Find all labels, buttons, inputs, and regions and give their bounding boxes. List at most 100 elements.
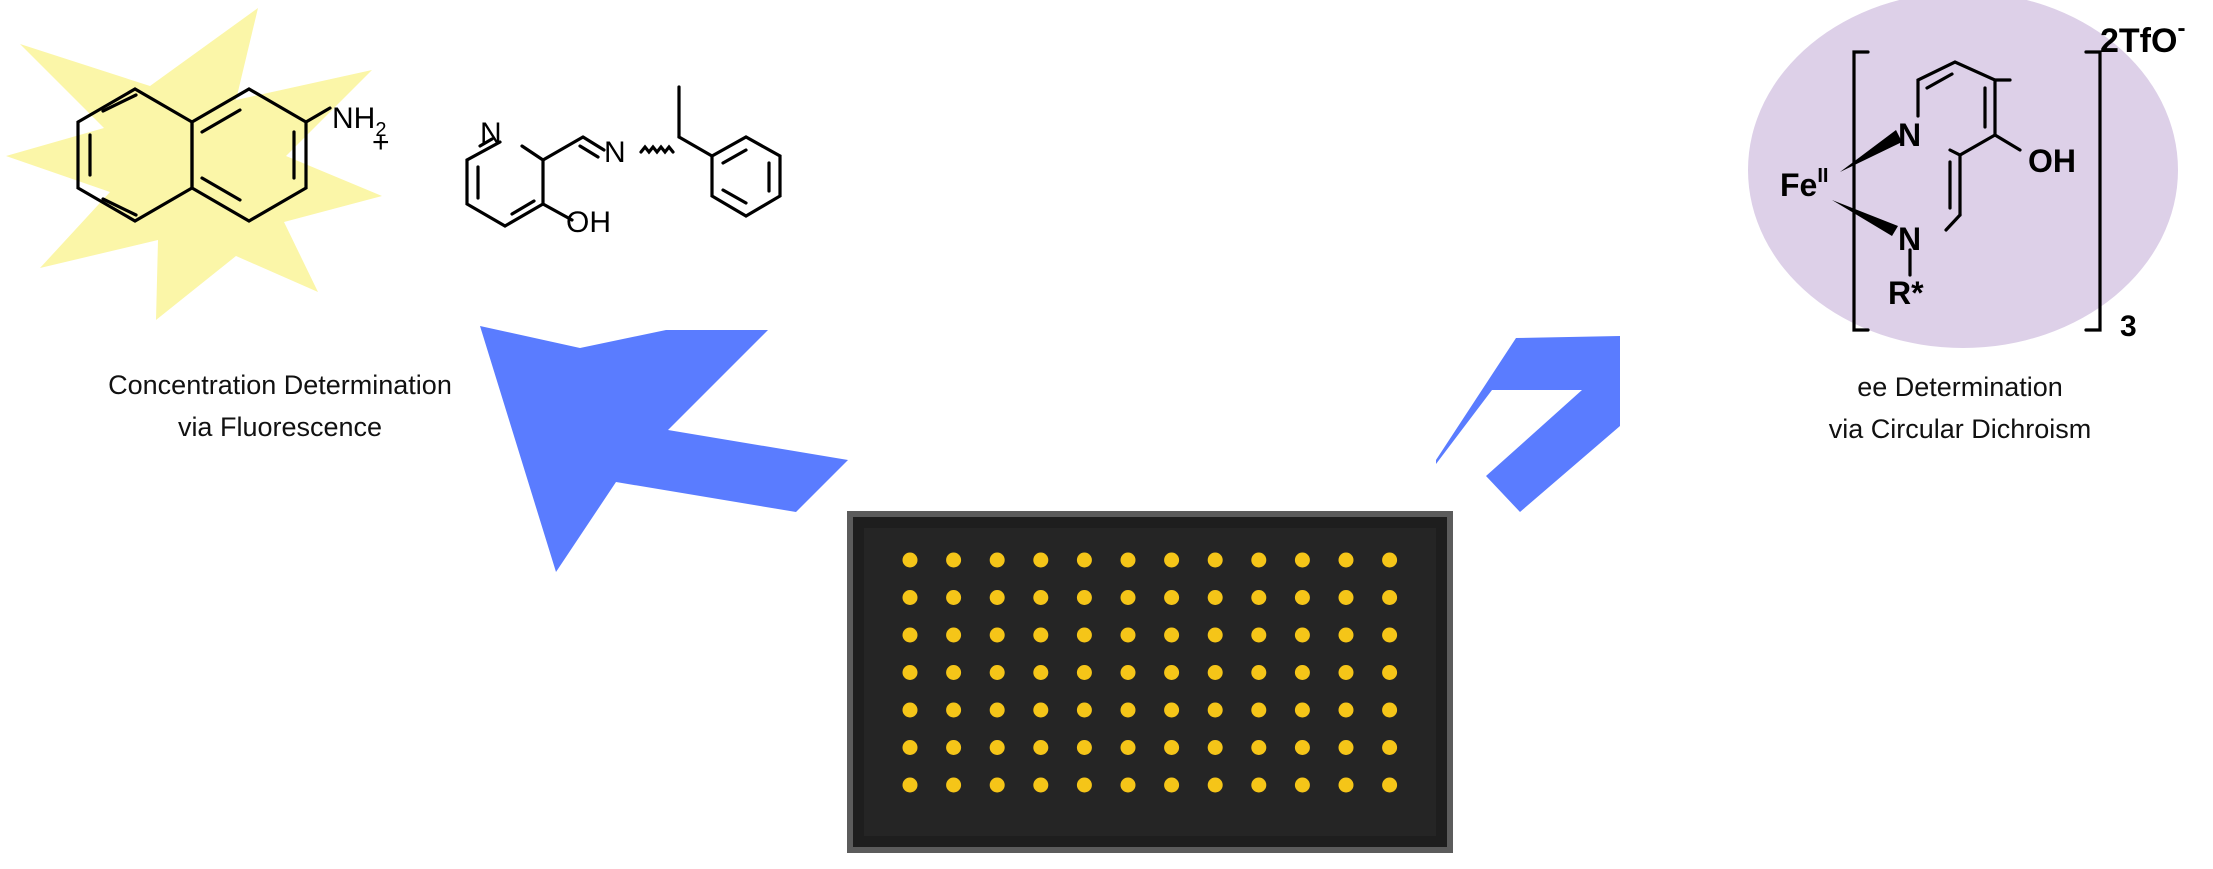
plate-well (1164, 590, 1180, 605)
plate-well (1120, 590, 1136, 605)
naphthylamine-molecule (76, 87, 332, 223)
plate-well (1294, 702, 1310, 718)
plate-well (1033, 665, 1049, 680)
pyridyl-imine-molecule (465, 85, 782, 228)
plate-well (1207, 702, 1223, 718)
stoichiometry-label: 3 (2120, 310, 2137, 343)
plate-well (1251, 740, 1267, 755)
amine-label: NH2 (332, 102, 386, 141)
plate-well (1120, 702, 1136, 718)
plate-well (902, 627, 918, 643)
plate-well (1207, 777, 1223, 793)
plate-well (1033, 552, 1049, 568)
plate-well (1294, 777, 1310, 793)
plate-well (1251, 552, 1267, 568)
plate-well (989, 590, 1005, 605)
plate-well (1120, 740, 1136, 755)
fluorescence-caption-line2: via Fluorescence (177, 412, 383, 442)
metal-label: FeII (1780, 165, 1828, 203)
plate-well (902, 552, 918, 568)
plate-well (1076, 552, 1092, 568)
arrow-to-fluorescence (480, 326, 848, 572)
fluorescence-glow (6, 8, 382, 320)
plate-well (946, 552, 962, 568)
plate-well (1207, 627, 1223, 643)
plate-well (1382, 627, 1398, 643)
plate-well (1382, 552, 1398, 568)
plate-well (1338, 740, 1354, 755)
microplate (847, 511, 1453, 853)
plate-well (1033, 777, 1049, 793)
plate-well (902, 590, 918, 605)
plate-well (989, 702, 1005, 718)
plate-well (1382, 665, 1398, 680)
plate-well (946, 740, 962, 755)
plate-well (989, 665, 1005, 680)
cd-caption-line2: via Circular Dichroism (1828, 414, 2092, 444)
plate-well (1251, 590, 1267, 605)
plate-well (1033, 702, 1049, 718)
plate-well (1382, 590, 1398, 605)
plate-well (1164, 702, 1180, 718)
plate-well (1294, 740, 1310, 755)
substituent-label: R* (1888, 275, 1924, 311)
plate-well (989, 740, 1005, 755)
plate-well (946, 627, 962, 643)
plate-well (1251, 777, 1267, 793)
plate-well (1251, 627, 1267, 643)
plate-well (1207, 552, 1223, 568)
complex-pyridine-n: N (1898, 117, 1921, 153)
imine-n-label: N (604, 136, 626, 169)
plate-well (1382, 702, 1398, 718)
plate-well (1251, 702, 1267, 718)
plate-well (1164, 740, 1180, 755)
complex-hydroxyl: OH (2028, 143, 2076, 179)
plate-well (1164, 627, 1180, 643)
plate-well (1294, 665, 1310, 680)
plate-well (1033, 627, 1049, 643)
plate-well (1164, 777, 1180, 793)
cd-caption-line1: ee Determination (1857, 372, 2063, 402)
plate-well (1338, 590, 1354, 605)
plate-well (1076, 740, 1092, 755)
plate-well (1338, 552, 1354, 568)
plate-well (1120, 777, 1136, 793)
fluorescence-caption: Concentration Determination via Fluoresc… (60, 364, 500, 448)
plate-well (1076, 627, 1092, 643)
plate-well (1294, 590, 1310, 605)
plate-well (1120, 665, 1136, 680)
complex-imine-n: N (1898, 221, 1921, 257)
plate-well (902, 665, 918, 680)
plate-well (946, 665, 962, 680)
plate-well (1338, 777, 1354, 793)
plate-well (989, 777, 1005, 793)
plate-well (1294, 552, 1310, 568)
wedge-bond-lower (1832, 200, 1898, 236)
plate-well (1382, 777, 1398, 793)
plate-well (989, 552, 1005, 568)
plate-well (1207, 740, 1223, 755)
plate-well (1338, 627, 1354, 643)
plate-well (946, 702, 962, 718)
plate-well (1207, 590, 1223, 605)
iron-complex-structure (1852, 50, 2102, 332)
plate-well (902, 777, 918, 793)
plate-well (1164, 552, 1180, 568)
plate-well (1120, 552, 1136, 568)
counterion-label: 2TfO- (2100, 15, 2185, 60)
plate-well (1338, 702, 1354, 718)
plate-well (1338, 665, 1354, 680)
plate-well (1294, 627, 1310, 643)
plate-well (902, 702, 918, 718)
fluorescence-caption-line1: Concentration Determination (108, 370, 452, 400)
plate-well (946, 590, 962, 605)
plate-well (1251, 665, 1267, 680)
arrow-to-circular-dichroism (1436, 336, 1620, 512)
plate-well (1076, 590, 1092, 605)
microplate-wells (902, 552, 1398, 793)
plate-well (1207, 665, 1223, 680)
plate-well (989, 627, 1005, 643)
plate-well (1033, 740, 1049, 755)
plate-well (1076, 702, 1092, 718)
plate-well (946, 777, 962, 793)
